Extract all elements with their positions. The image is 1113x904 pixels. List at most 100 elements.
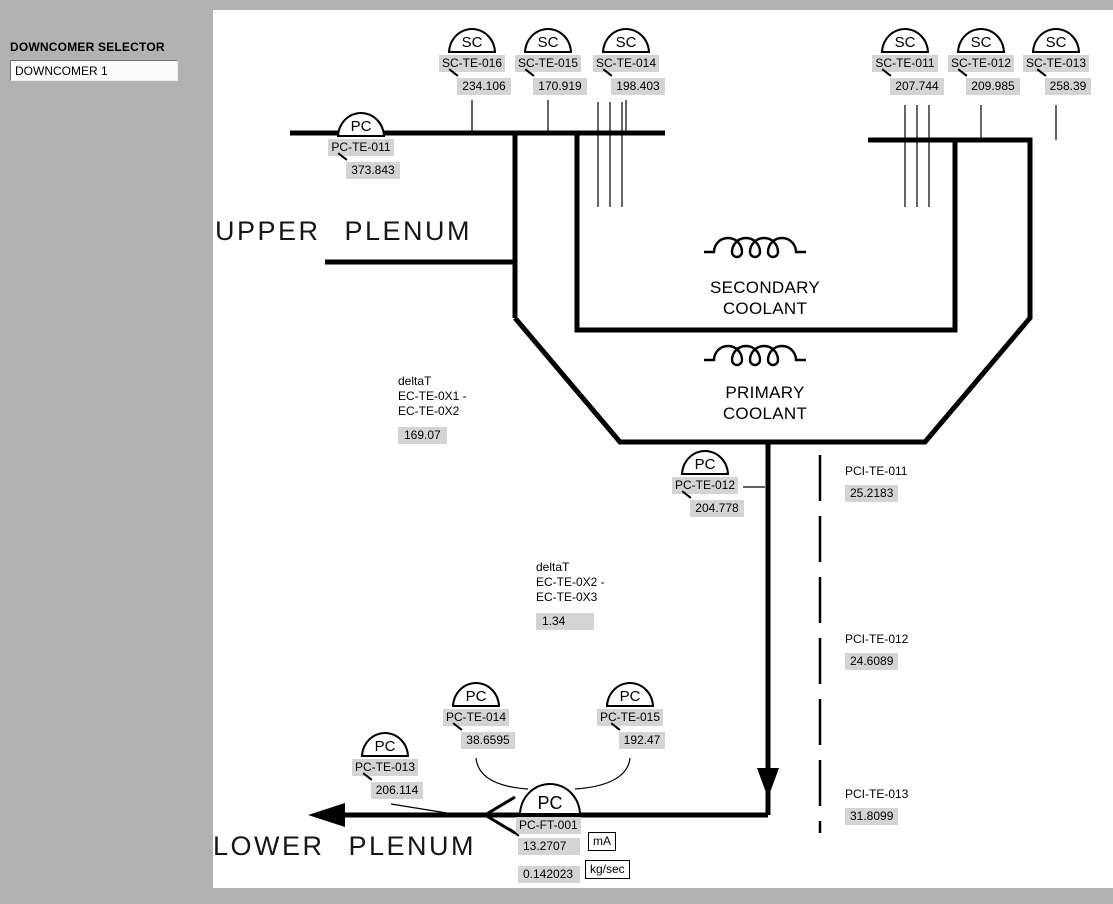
flow-current-value: 13.2707 — [518, 838, 580, 855]
instrument-dome: SC — [957, 28, 1005, 53]
instrument-tag: SC-TE-012 — [947, 55, 1015, 72]
instrument-symbol: SC — [1045, 34, 1067, 51]
delta-t-value: 169.07 — [398, 427, 447, 444]
instrument-tag: SC-TE-013 — [1022, 55, 1090, 72]
flow-rate-value: 0.142023 — [518, 866, 580, 883]
instrument-symbol: SC — [615, 34, 637, 51]
instrument-pc-te-014: PC PC-TE-014 38.6595 — [431, 682, 521, 749]
delta-t-expression: EC-TE-0X1 - — [398, 389, 467, 403]
pci-tag: PCI-TE-011 — [845, 464, 908, 478]
delta-t-upper: deltaT EC-TE-0X1 - EC-TE-0X2 169.07 — [398, 374, 467, 444]
instrument-dome: SC — [524, 28, 572, 53]
flow-current-unit: mA — [588, 832, 616, 851]
instrument-symbol: PC — [537, 793, 563, 813]
sensor-lead-lines — [390, 100, 1057, 815]
pci-value: 31.8099 — [845, 808, 899, 825]
instrument-sc-te-012: SC SC-TE-012 209.985 — [936, 28, 1026, 95]
instrument-value: 206.114 — [370, 782, 424, 799]
instrument-value: 198.403 — [611, 78, 665, 95]
delta-t-title: deltaT — [536, 560, 570, 574]
instrument-sc-te-011: SC SC-TE-011 207.744 — [860, 28, 950, 95]
secondary-coolant-coil-icon — [704, 236, 806, 259]
instrument-value: 192.47 — [618, 732, 666, 749]
pci-te-012: PCI-TE-012 24.6089 — [845, 632, 908, 670]
instrument-tag: PC-TE-011 — [328, 139, 394, 156]
vessel-inner-channel — [574, 133, 958, 333]
instrument-tag: PC-TE-012 — [671, 477, 739, 494]
instrument-symbol: PC — [374, 738, 396, 755]
instrument-dome: PC — [681, 450, 729, 475]
delta-t-expression: EC-TE-0X3 — [536, 590, 598, 604]
pci-te-013: PCI-TE-013 31.8099 — [845, 787, 908, 825]
instrument-pc-ft-001: PC PC-FT-001 13.2707 mA 0.142023 kg/sec — [488, 783, 658, 883]
instrument-symbol: PC — [619, 688, 641, 705]
delta-t-expression: EC-TE-0X2 — [398, 404, 460, 418]
instrument-symbol: SC — [970, 34, 992, 51]
instrument-sc-te-015: SC SC-TE-015 170.919 — [503, 28, 593, 95]
vessel-outline — [513, 137, 1033, 445]
instrument-value: 170.919 — [533, 78, 587, 95]
instrument-dome: PC — [452, 682, 500, 707]
instrument-pc-te-012: PC PC-TE-012 204.778 — [660, 450, 750, 517]
instrument-dome: SC — [881, 28, 929, 53]
flow-arrow-left-icon — [308, 803, 345, 827]
instrument-symbol: SC — [461, 34, 483, 51]
pci-tag: PCI-TE-013 — [845, 787, 909, 801]
piping-diagram — [290, 100, 1057, 835]
instrument-symbol: SC — [894, 34, 916, 51]
instrument-dome: SC — [602, 28, 650, 53]
primary-coolant-line1: PRIMARY — [725, 383, 805, 402]
instrument-tag: SC-TE-014 — [592, 55, 660, 72]
instrument-tag: PC-TE-015 — [596, 709, 664, 726]
instrument-value: 38.6595 — [461, 732, 515, 749]
instrument-value: 204.778 — [690, 500, 744, 517]
instrument-pc-te-015: PC PC-TE-015 192.47 — [585, 682, 675, 749]
instrument-value: 373.843 — [346, 162, 400, 179]
primary-coolant-line2: COOLANT — [722, 404, 808, 423]
delta-t-expression: EC-TE-0X2 - — [536, 575, 605, 589]
instrument-pc-te-013: PC PC-TE-013 206.114 — [340, 732, 430, 799]
pci-value: 24.6089 — [845, 653, 899, 670]
delta-t-title: deltaT — [398, 374, 432, 388]
instrument-sc-te-016: SC SC-TE-016 234.106 — [427, 28, 517, 95]
instrument-sc-te-014: SC SC-TE-014 198.403 — [581, 28, 671, 95]
instrument-tag: SC-TE-011 — [872, 55, 938, 72]
instrument-symbol: PC — [694, 456, 716, 473]
instrument-symbol: PC — [465, 688, 487, 705]
instrument-value: 234.106 — [457, 78, 511, 95]
instrument-dome: SC — [448, 28, 496, 53]
instrument-tag: PC-TE-014 — [442, 709, 510, 726]
flow-rate-unit: kg/sec — [585, 860, 630, 879]
instrument-symbol: PC — [350, 118, 372, 135]
instrument-tag: SC-TE-015 — [514, 55, 582, 72]
instrument-dome: SC — [1032, 28, 1080, 53]
primary-coolant-label: PRIMARY COOLANT — [723, 382, 807, 424]
instrument-pc-te-011: PC PC-TE-011 373.843 — [316, 112, 406, 179]
instrument-dome: PC — [519, 783, 581, 815]
pci-value: 25.2183 — [845, 485, 899, 502]
flow-arrow-down-icon — [757, 768, 779, 798]
instrument-value: 207.744 — [890, 78, 944, 95]
instrument-tag: SC-TE-016 — [438, 55, 506, 72]
primary-coolant-coil-icon — [704, 344, 806, 367]
secondary-coolant-line1: SECONDARY — [709, 278, 821, 297]
lower-plenum-label: LOWER PLENUM — [213, 831, 477, 861]
delta-t-lower: deltaT EC-TE-0X2 - EC-TE-0X3 1.34 — [536, 560, 605, 630]
pipe-reducer — [482, 795, 516, 835]
diagram-canvas: UPPER PLENUM LOWER PLENUM SECONDARY COOL… — [213, 10, 1113, 888]
downcomer-selector-label: DOWNCOMER SELECTOR — [10, 40, 165, 54]
instrument-sc-te-013: SC SC-TE-013 258.39 — [1011, 28, 1101, 95]
instrument-symbol: SC — [537, 34, 559, 51]
secondary-coolant-line2: COOLANT — [722, 299, 808, 318]
downcomer-selector-value: DOWNCOMER 1 — [15, 63, 108, 78]
instrument-tag: PC-TE-013 — [351, 759, 419, 776]
instrument-value: 258.39 — [1044, 78, 1092, 95]
control-panel: DOWNCOMER SELECTOR DOWNCOMER 1 — [10, 40, 200, 81]
upper-plenum-label: UPPER PLENUM — [215, 216, 473, 246]
secondary-coolant-label: SECONDARY COOLANT — [710, 277, 820, 319]
instrument-value: 209.985 — [966, 78, 1020, 95]
pci-te-011: PCI-TE-011 25.2183 — [845, 464, 907, 502]
downcomer-selector[interactable]: DOWNCOMER 1 — [10, 60, 178, 81]
delta-t-value: 1.34 — [536, 613, 594, 630]
